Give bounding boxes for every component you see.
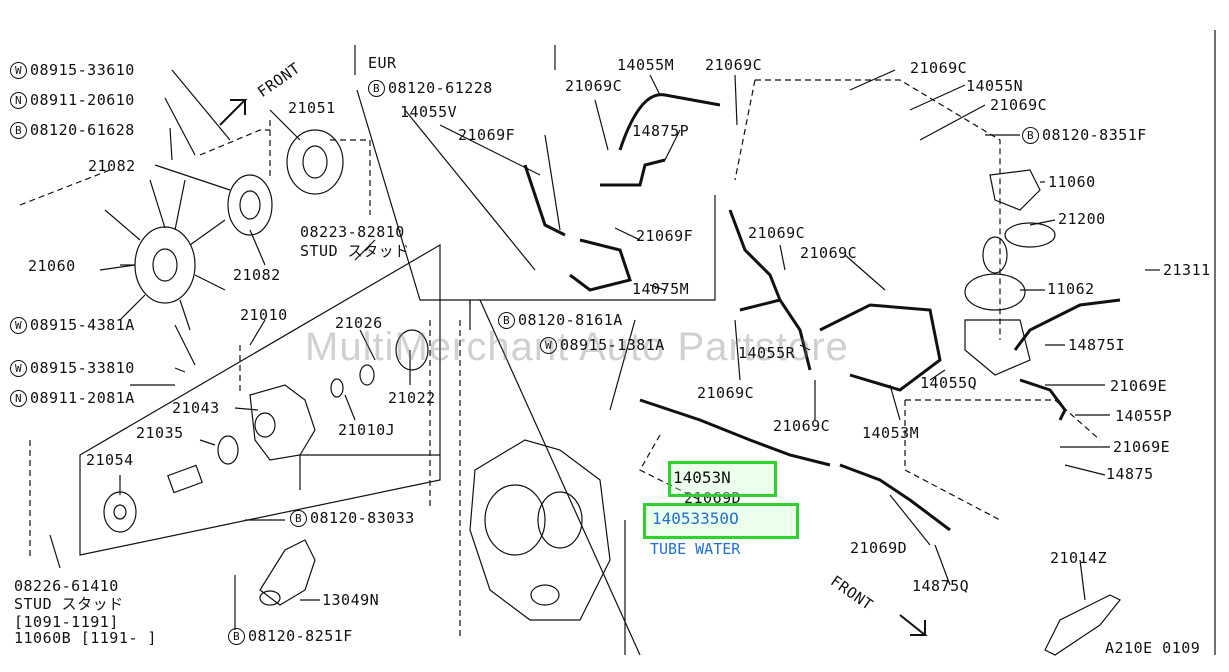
stud-label-top: STUD スタッド — [300, 242, 410, 260]
part-label-21035[interactable]: 21035 — [136, 424, 184, 442]
part-label-21069C-d[interactable]: 21069C — [800, 244, 858, 262]
nut-prefix-icon: N — [10, 390, 27, 407]
part-label-21014Z[interactable]: 21014Z — [1050, 549, 1108, 567]
highlight-box-14053N[interactable] — [668, 461, 777, 497]
part-label-21069C-c[interactable]: 21069C — [748, 224, 806, 242]
part-label-21082-bottom[interactable]: 21082 — [233, 266, 281, 284]
diagram-code: A210E 0109 — [1105, 639, 1201, 657]
part-label-14055P[interactable]: 14055P — [1115, 407, 1173, 425]
part-label-21010[interactable]: 21010 — [240, 306, 288, 324]
part-label-21069C-f[interactable]: 21069C — [773, 417, 831, 435]
stud-label-bottom: STUD スタッド — [14, 595, 124, 613]
part-label-21069D-b[interactable]: 21069D — [850, 539, 908, 557]
watermark: MultiMerchant Auto Partstore — [305, 325, 849, 369]
part-label-21069C-b[interactable]: 21069C — [705, 56, 763, 74]
part-label-14875Q[interactable]: 14875Q — [912, 577, 970, 595]
part-label-14875[interactable]: 14875 — [1106, 465, 1154, 483]
part-label-21043[interactable]: 21043 — [172, 399, 220, 417]
part-label-11060[interactable]: 11060 — [1048, 173, 1096, 191]
eur-label: EUR — [368, 54, 397, 72]
part-label-13049N[interactable]: 13049N — [322, 591, 380, 609]
part-label-14055N[interactable]: 14055N — [966, 77, 1024, 95]
part-label-14875P[interactable]: 14875P — [632, 122, 690, 140]
part-label-14875I[interactable]: 14875I — [1068, 336, 1126, 354]
washer-prefix-icon: W — [10, 360, 27, 377]
bolt-prefix-icon: B — [290, 510, 307, 527]
part-label-21060[interactable]: 21060 — [28, 257, 76, 275]
part-label-11062[interactable]: 11062 — [1047, 280, 1095, 298]
part-label-21069E-a[interactable]: 21069E — [1110, 377, 1168, 395]
highlight-box-selected[interactable] — [643, 503, 799, 539]
part-label-14053N[interactable]: 14053N — [673, 468, 731, 487]
part-label-21069C-e[interactable]: 21069C — [697, 384, 755, 402]
part-label-21200[interactable]: 21200 — [1058, 210, 1106, 228]
part-label-21010J[interactable]: 21010J — [338, 421, 396, 439]
part-label-21069C-h[interactable]: 21069C — [990, 96, 1048, 114]
part-label-21069F-top[interactable]: 21069F — [458, 126, 516, 144]
part-label-21082-top[interactable]: 21082 — [88, 157, 136, 175]
part-label-14053M[interactable]: 14053M — [862, 424, 920, 442]
part-label-21069C-a[interactable]: 21069C — [565, 77, 623, 95]
washer-prefix-icon: W — [10, 317, 27, 334]
part-label-21311[interactable]: 21311 — [1163, 261, 1211, 279]
bolt-prefix-icon: B — [498, 312, 515, 329]
part-label-14055Q[interactable]: 14055Q — [920, 374, 978, 392]
part-label-08223-82810[interactable]: 08223-82810 — [300, 223, 405, 241]
washer-prefix-icon: W — [540, 337, 557, 354]
part-label-21051[interactable]: 21051 — [288, 99, 336, 117]
bolt-prefix-icon: B — [228, 628, 245, 645]
bolt-prefix-icon: B — [368, 80, 385, 97]
range-label-2: 11060B [1191- ] — [14, 629, 157, 647]
washer-prefix-icon: W — [10, 62, 27, 79]
range-label-1: [1091-1191] — [14, 613, 119, 631]
part-label-14055M[interactable]: 14055M — [617, 56, 675, 74]
part-label-21026[interactable]: 21026 — [335, 314, 383, 332]
nut-prefix-icon: N — [10, 92, 27, 109]
part-label-14055R[interactable]: 14055R — [738, 344, 796, 362]
selected-part-number[interactable]: 14053350O — [652, 509, 739, 528]
part-label-21022[interactable]: 21022 — [388, 389, 436, 407]
bolt-prefix-icon: B — [1022, 127, 1039, 144]
part-label-21069E-b[interactable]: 21069E — [1113, 438, 1171, 456]
fan-blade-drawing — [99, 179, 226, 331]
part-label-14075M[interactable]: 14075M — [632, 280, 690, 298]
bolt-prefix-icon: B — [10, 122, 27, 139]
selected-part-description: TUBE WATER — [650, 540, 741, 558]
part-label-21069C-g[interactable]: 21069C — [910, 59, 968, 77]
part-label-14055V[interactable]: 14055V — [400, 103, 458, 121]
part-label-21054[interactable]: 21054 — [86, 451, 134, 469]
part-label-08226-61410[interactable]: 08226-61410 — [14, 577, 119, 595]
part-label-21069F-bottom[interactable]: 21069F — [636, 227, 694, 245]
